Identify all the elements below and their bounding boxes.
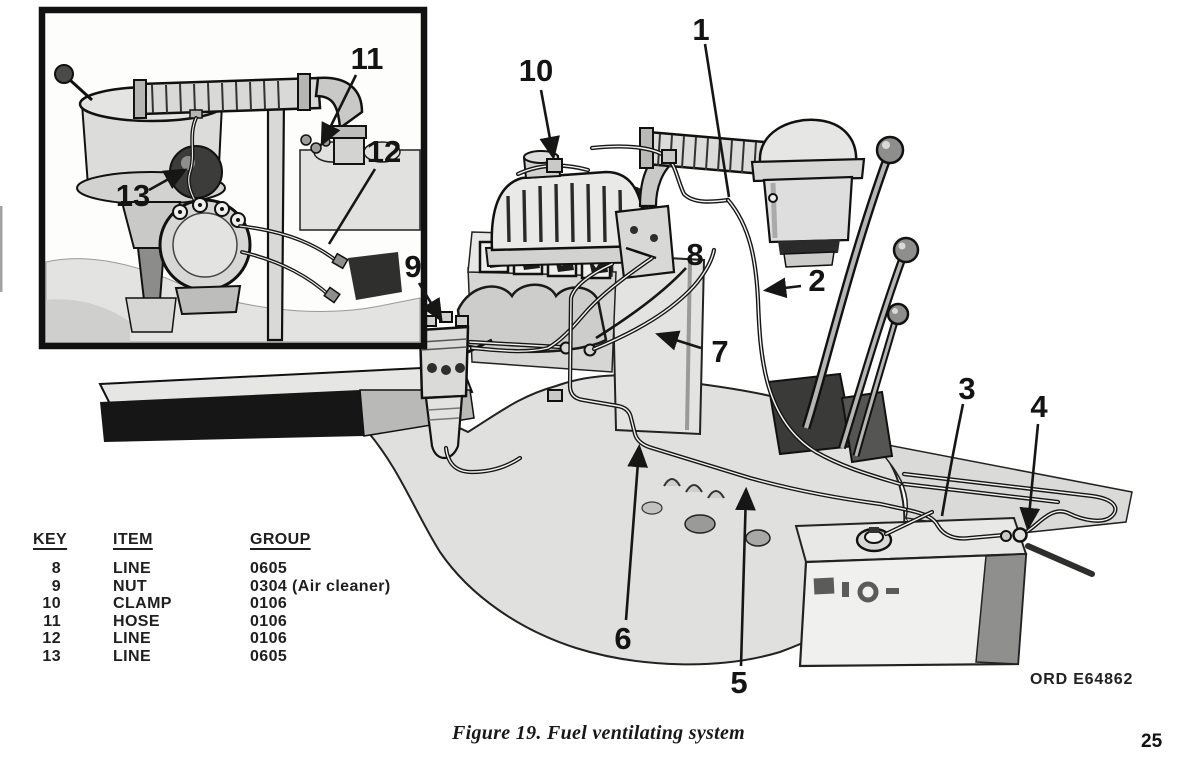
carburetor bbox=[614, 148, 678, 280]
figure-caption: Figure 19. Fuel ventilating system bbox=[452, 722, 745, 744]
key-cell: 13 bbox=[42, 647, 61, 665]
inset-vertical-pipe bbox=[266, 91, 286, 342]
callout-2-label: 2 bbox=[808, 263, 825, 298]
item-cell: NUT bbox=[113, 577, 148, 595]
item-cell: LINE bbox=[113, 647, 152, 665]
group-cell: 0106 bbox=[250, 630, 288, 647]
fuel-filter bbox=[418, 311, 493, 460]
callout-6-leader bbox=[624, 443, 648, 621]
inset-hose-fitting bbox=[310, 142, 322, 154]
valve-cover bbox=[484, 150, 654, 268]
inset-detail-box bbox=[38, 6, 428, 350]
callout-8-label: 8 bbox=[686, 237, 703, 272]
callout-13-label: 13 bbox=[116, 178, 150, 213]
key-table-header-group: GROUP bbox=[250, 531, 311, 548]
key-cell: 8 bbox=[51, 560, 61, 577]
callout-3-label: 3 bbox=[958, 371, 975, 406]
group-cell: 0605 bbox=[250, 647, 288, 665]
key-table-header: KEY ITEM GROUP bbox=[33, 531, 391, 549]
tank-stencil-marks bbox=[813, 577, 899, 603]
callout-11-leader bbox=[320, 74, 358, 147]
main-engine-drawing bbox=[98, 118, 1133, 668]
callout-12-leader bbox=[327, 168, 377, 245]
callout-7-leader bbox=[655, 330, 702, 351]
callout-1-label: 1 bbox=[692, 12, 709, 47]
key-table-header-key: KEY bbox=[33, 531, 68, 548]
callouts: 1 2 3 4 5 6 7 8 9 10 11 12 13 bbox=[116, 12, 1049, 700]
lever-knob bbox=[875, 135, 905, 165]
group-cell: 0304 (Air cleaner) bbox=[250, 577, 391, 595]
key-cell: 9 bbox=[51, 577, 61, 595]
key-table-row: 12 LINE 0106 bbox=[33, 630, 391, 648]
callout-4-label: 4 bbox=[1030, 389, 1048, 424]
pipe-fitting bbox=[1012, 527, 1028, 543]
callout-9-label: 9 bbox=[404, 249, 421, 284]
key-table-row: 10 CLAMP 0106 bbox=[33, 595, 391, 613]
key-table-row: 13 LINE 0605 bbox=[33, 648, 391, 666]
page-number: 25 bbox=[1141, 731, 1163, 752]
inset-distributor bbox=[158, 197, 349, 316]
callout-8-leader bbox=[595, 267, 687, 340]
ord-code-label: ORD E64862 bbox=[1030, 671, 1134, 688]
callout-12-label: 12 bbox=[367, 134, 401, 169]
lever-knob bbox=[892, 236, 920, 264]
scan-edge-artifact bbox=[0, 206, 3, 292]
callout-13-leader bbox=[148, 168, 188, 192]
key-table-row: 9 NUT 0304 (Air cleaner) bbox=[33, 578, 391, 596]
key-cell: 10 bbox=[42, 595, 61, 612]
air-cleaner-nut bbox=[439, 311, 453, 323]
fuel-vent-lines bbox=[443, 144, 1118, 577]
callout-3-leader bbox=[940, 403, 965, 517]
hose-clamp bbox=[546, 158, 563, 173]
item-cell: CLAMP bbox=[113, 595, 172, 612]
key-table-header-item: ITEM bbox=[113, 531, 153, 548]
group-cell: 0106 bbox=[250, 612, 288, 630]
fuel-tank bbox=[794, 516, 1028, 668]
gear-levers bbox=[766, 135, 920, 464]
item-cell: LINE bbox=[113, 630, 152, 647]
callout-7-label: 7 bbox=[711, 334, 728, 369]
callout-5-label: 5 bbox=[730, 665, 747, 700]
callout-6-label: 6 bbox=[614, 621, 631, 656]
callout-10-leader bbox=[539, 89, 560, 161]
group-cell: 0106 bbox=[250, 595, 288, 612]
callout-1-leader bbox=[703, 43, 731, 198]
callout-10-label: 10 bbox=[519, 53, 553, 88]
tank-shadow-side bbox=[975, 553, 1027, 665]
callout-9-leader bbox=[417, 282, 443, 323]
inset-line-13 bbox=[186, 109, 203, 208]
key-table: KEY ITEM GROUP 8 LINE 0605 9 NUT 0304 (A… bbox=[33, 531, 391, 665]
key-cell: 12 bbox=[42, 630, 61, 647]
item-cell: HOSE bbox=[113, 612, 160, 630]
key-table-row: 11 HOSE 0106 bbox=[33, 613, 391, 631]
callout-2-leader bbox=[762, 277, 802, 299]
key-cell: 11 bbox=[43, 612, 61, 630]
air-cleaner bbox=[750, 118, 866, 268]
inset-knob bbox=[54, 64, 74, 84]
callout-4-leader bbox=[1019, 423, 1041, 532]
item-cell: LINE bbox=[113, 560, 152, 577]
callout-11-label: 11 bbox=[351, 41, 384, 76]
inset-flex-hose bbox=[133, 73, 367, 165]
group-cell: 0605 bbox=[250, 560, 288, 577]
callout-5-leader bbox=[735, 486, 756, 667]
lever-knob bbox=[886, 302, 910, 326]
key-table-row: 8 LINE 0605 bbox=[33, 560, 391, 578]
